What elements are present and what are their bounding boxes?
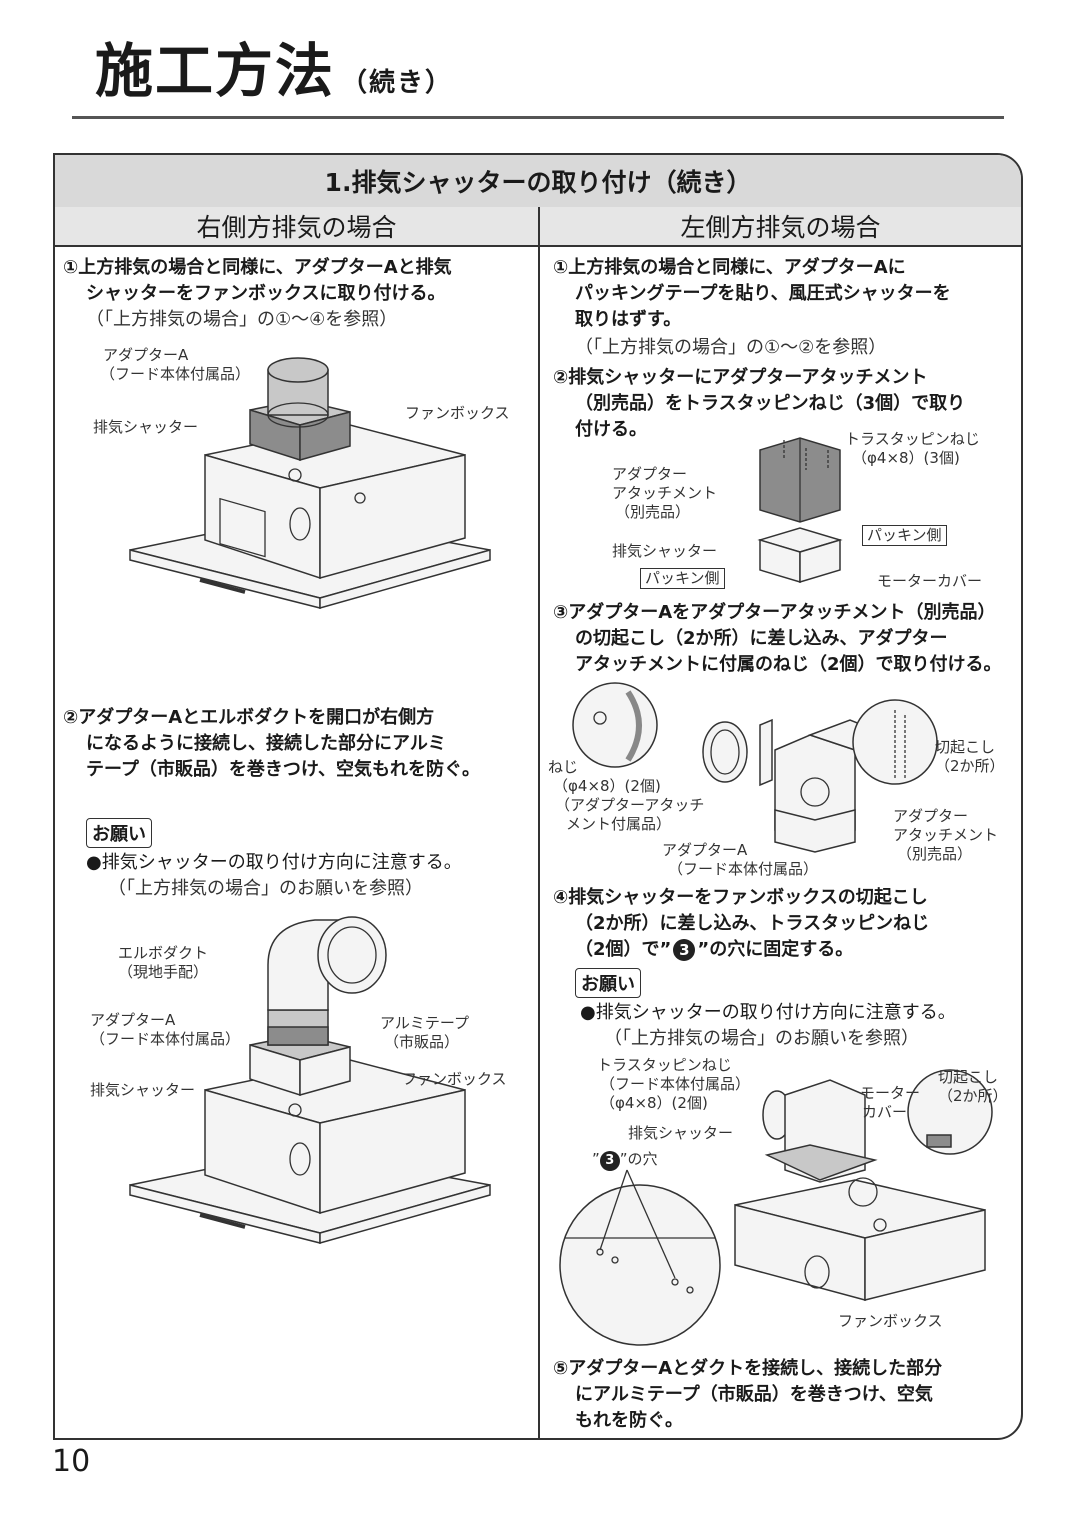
left-fig2-kiri-label-1: 切起こし <box>935 738 996 756</box>
step4-hole-number-badge: 3 <box>673 939 696 961</box>
column-divider <box>538 207 540 1438</box>
left-step2-line3: 付ける。 <box>575 419 647 440</box>
left-fig1-motor-cover-label: モーターカバー <box>877 572 983 590</box>
section-title: 1.排気シャッターの取り付け（続き） <box>55 155 1021 209</box>
left-fig1-screw-label-1: トラスタッピンねじ <box>845 430 980 448</box>
left-fig3-hole-label: ”3”の穴 <box>592 1150 658 1171</box>
left-fig1-packing-side-2: パッキン側 <box>640 568 725 589</box>
left-fig3-kiri-label-1: 切起こし <box>938 1068 999 1086</box>
fig1-adapter-a-label-1: アダプターA <box>103 346 189 364</box>
left-fig3-motor-label-2: カバー <box>862 1103 908 1121</box>
left-step2-line1: ②排気シャッターにアダプターアタッチメント <box>553 367 928 388</box>
left-step4-line2: （2か所）に差し込み、トラスタッピンねじ <box>575 913 930 934</box>
left-exhaust-header: 左側方排気の場合 <box>540 207 1021 247</box>
left-fig3-fanbox-label: ファンボックス <box>838 1312 943 1330</box>
right-step2-line3: テープ（市販品）を巻きつけ、空気もれを防ぐ。 <box>86 759 481 780</box>
left-fig2-attach-label-2: アタッチメント <box>893 826 999 844</box>
left-fig3-screw-label-2: （フード本体付属品） <box>600 1075 751 1093</box>
left-fig2-kiri-label-2: （2か所） <box>935 757 1005 775</box>
right-step1-ref: （「上方排気の場合」の①～④を参照） <box>86 309 398 330</box>
page-subtitle: （続き） <box>341 68 454 98</box>
fig1-adapter-a-label-2: （フード本体付属品） <box>100 365 251 383</box>
fig2-elbow-label-2: （現地手配） <box>118 963 209 981</box>
fig2-fanbox-label: ファンボックス <box>402 1070 507 1088</box>
fig2-alumi-label-1: アルミテープ <box>380 1014 469 1032</box>
right-exhaust-header: 右側方排気の場合 <box>55 207 538 247</box>
left-step3-line1: ③アダプターAをアダプターアタッチメント（別売品） <box>553 602 996 623</box>
page-number: 10 <box>52 1444 91 1479</box>
left-fig1-shutter-label: 排気シャッター <box>612 542 718 560</box>
left-fig2-adapter-a-label-2: （フード本体付属品） <box>668 860 819 878</box>
left-fig2-neji-label-1: ねじ <box>548 758 579 776</box>
left-onegai-line2: （「上方排気の場合」のお願いを参照） <box>604 1028 919 1049</box>
fanbox-figure-right-2 <box>129 916 491 1244</box>
left-fig2-neji-label-2: （φ4×8）(2個) <box>553 777 661 795</box>
right-onegai-badge: お願い <box>86 818 152 848</box>
fig2-shutter-label: 排気シャッター <box>90 1081 196 1099</box>
left-step1-ref: （「上方排気の場合」の①～②を参照） <box>575 337 887 358</box>
page-title: 施工方法（続き） <box>95 37 454 105</box>
left-fig2-neji-label-3: （アダプターアタッチ <box>555 796 705 814</box>
left-fig1-screw-label-2: （φ4×8）(3個) <box>852 449 960 467</box>
left-fig1-attach-label-3: （別売品） <box>615 503 691 521</box>
left-fig3-screw-label-3: （φ4×8）(2個) <box>600 1094 708 1112</box>
left-fig2-neji-label-4: メント付属品） <box>566 815 672 833</box>
left-step3-line2: の切起こし（2か所）に差し込み、アダプター <box>575 628 948 649</box>
right-step2-line1: ②アダプターAとエルボダクトを開口が右側方 <box>63 707 435 728</box>
fig2-alumi-label-2: （市販品） <box>384 1033 460 1051</box>
left-step5-line3: もれを防ぐ。 <box>575 1410 683 1431</box>
fig1-shutter-label: 排気シャッター <box>93 418 199 436</box>
left-fig3-motor-label-1: モーター <box>860 1084 921 1102</box>
attachment-figure-left-1 <box>757 437 843 584</box>
left-fig2-adapter-a-label-1: アダプターA <box>662 841 748 859</box>
left-fig3-shutter-label: 排気シャッター <box>628 1124 734 1142</box>
left-fig1-attach-label-2: アタッチメント <box>612 484 718 502</box>
fanbox-figure-right-1 <box>129 357 491 609</box>
left-step5-line1: ⑤アダプターAとダクトを接続し、接続した部分 <box>553 1358 943 1379</box>
right-step1-line1: ①上方排気の場合と同様に、アダプターAと排気 <box>63 257 452 278</box>
right-step1-line2: シャッターをファンボックスに取り付ける。 <box>86 283 446 304</box>
fanbox-figure-left-3 <box>559 1069 993 1346</box>
fig2-adapter-a-label-1: アダプターA <box>90 1011 176 1029</box>
left-fig3-screw-label-1: トラスタッピンねじ <box>597 1056 732 1074</box>
right-onegai-line1: ●排気シャッターの取り付け方向に注意する。 <box>86 852 462 873</box>
right-step2-line2: になるように接続し、接続した部分にアルミ <box>86 733 446 754</box>
left-step3-line3: アタッチメントに付属のねじ（2個）で取り付ける。 <box>575 654 1002 675</box>
section-frame: 1.排気シャッターの取り付け（続き） 右側方排気の場合 左側方排気の場合 <box>53 153 1023 1440</box>
left-step4-line3: （2個）で”3”の穴に固定する。 <box>575 939 854 961</box>
left-step1-line2: パッキングテープを貼り、風圧式シャッターを <box>575 283 951 304</box>
left-step5-line2: にアルミテープ（市販品）を巻きつけ、空気 <box>575 1384 933 1405</box>
fig1-fanbox-label: ファンボックス <box>405 404 510 422</box>
left-onegai-line1: ●排気シャッターの取り付け方向に注意する。 <box>580 1002 956 1023</box>
fig2-adapter-a-label-2: （フード本体付属品） <box>90 1030 241 1048</box>
right-onegai-line2: （「上方排気の場合」のお願いを参照） <box>108 878 423 899</box>
left-step4-line1: ④排気シャッターをファンボックスの切起こし <box>553 887 928 908</box>
left-fig2-attach-label-3: （別売品） <box>897 845 973 863</box>
fig2-elbow-label-1: エルボダクト <box>118 944 209 962</box>
left-step2-line2: （別売品）をトラスタッピンねじ（3個）で取り <box>575 393 966 414</box>
attachment-figure-left-2 <box>572 682 938 853</box>
left-fig1-packing-side-1: パッキン側 <box>862 525 947 546</box>
left-onegai-badge: お願い <box>575 968 641 998</box>
left-fig1-attach-label-1: アダプター <box>612 465 688 483</box>
title-rule <box>72 116 1004 119</box>
left-step1-line3: 取りはずす。 <box>575 309 682 330</box>
hole-number-badge: 3 <box>599 1151 620 1171</box>
left-fig2-attach-label-1: アダプター <box>893 807 969 825</box>
left-fig3-kiri-label-2: （2か所） <box>938 1087 1008 1105</box>
left-step1-line1: ①上方排気の場合と同様に、アダプターAに <box>553 257 906 278</box>
